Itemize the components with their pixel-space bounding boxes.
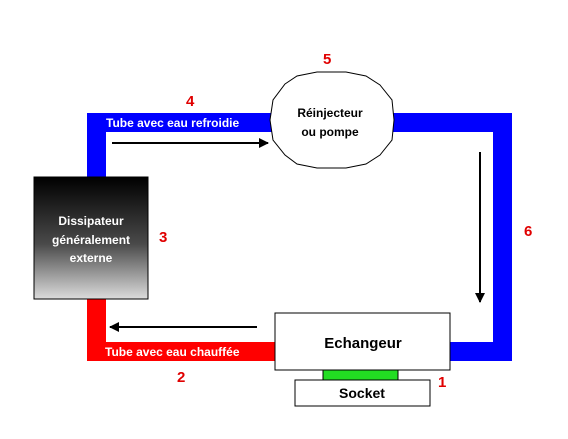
dissipator-box	[33, 176, 149, 300]
number-2: 2	[177, 369, 185, 386]
contact-pad	[322, 369, 399, 381]
hot-pipe-label: Tube avec eau chauffée	[105, 345, 240, 359]
cold-pipe	[87, 113, 512, 361]
pump-shape	[269, 71, 395, 169]
pump-label-line1: Réinjecteur	[297, 106, 363, 120]
cold-pipe-top-left	[87, 113, 275, 132]
pump-label-line2: ou pompe	[301, 125, 359, 139]
exchanger-box	[274, 312, 451, 371]
hot-pipe	[87, 299, 275, 361]
cold-pipe-label: Tube avec eau refroidie	[106, 116, 239, 130]
dissipator-label-line1: Dissipateur	[58, 214, 124, 228]
dissipator: Dissipateur généralement externe	[33, 176, 149, 300]
exchanger-label: Echangeur	[324, 335, 402, 352]
hot-pipe-bottom	[87, 342, 275, 361]
number-6: 6	[524, 223, 532, 240]
socket-box	[294, 379, 431, 407]
exchanger: Echangeur	[274, 312, 451, 371]
number-5: 5	[323, 51, 331, 68]
pump: Réinjecteur ou pompe	[269, 71, 395, 169]
number-1: 1	[438, 374, 446, 391]
socket: Socket	[294, 379, 431, 407]
dissipator-label-line3: externe	[70, 251, 113, 265]
number-3: 3	[159, 229, 167, 246]
cold-pipe-right-vertical	[493, 113, 512, 361]
cold-pipe-bottom	[450, 342, 512, 361]
socket-label: Socket	[339, 385, 385, 401]
cold-pipe-top-right	[392, 113, 512, 132]
dissipator-label-line2: généralement	[52, 233, 130, 247]
number-4: 4	[186, 93, 195, 110]
